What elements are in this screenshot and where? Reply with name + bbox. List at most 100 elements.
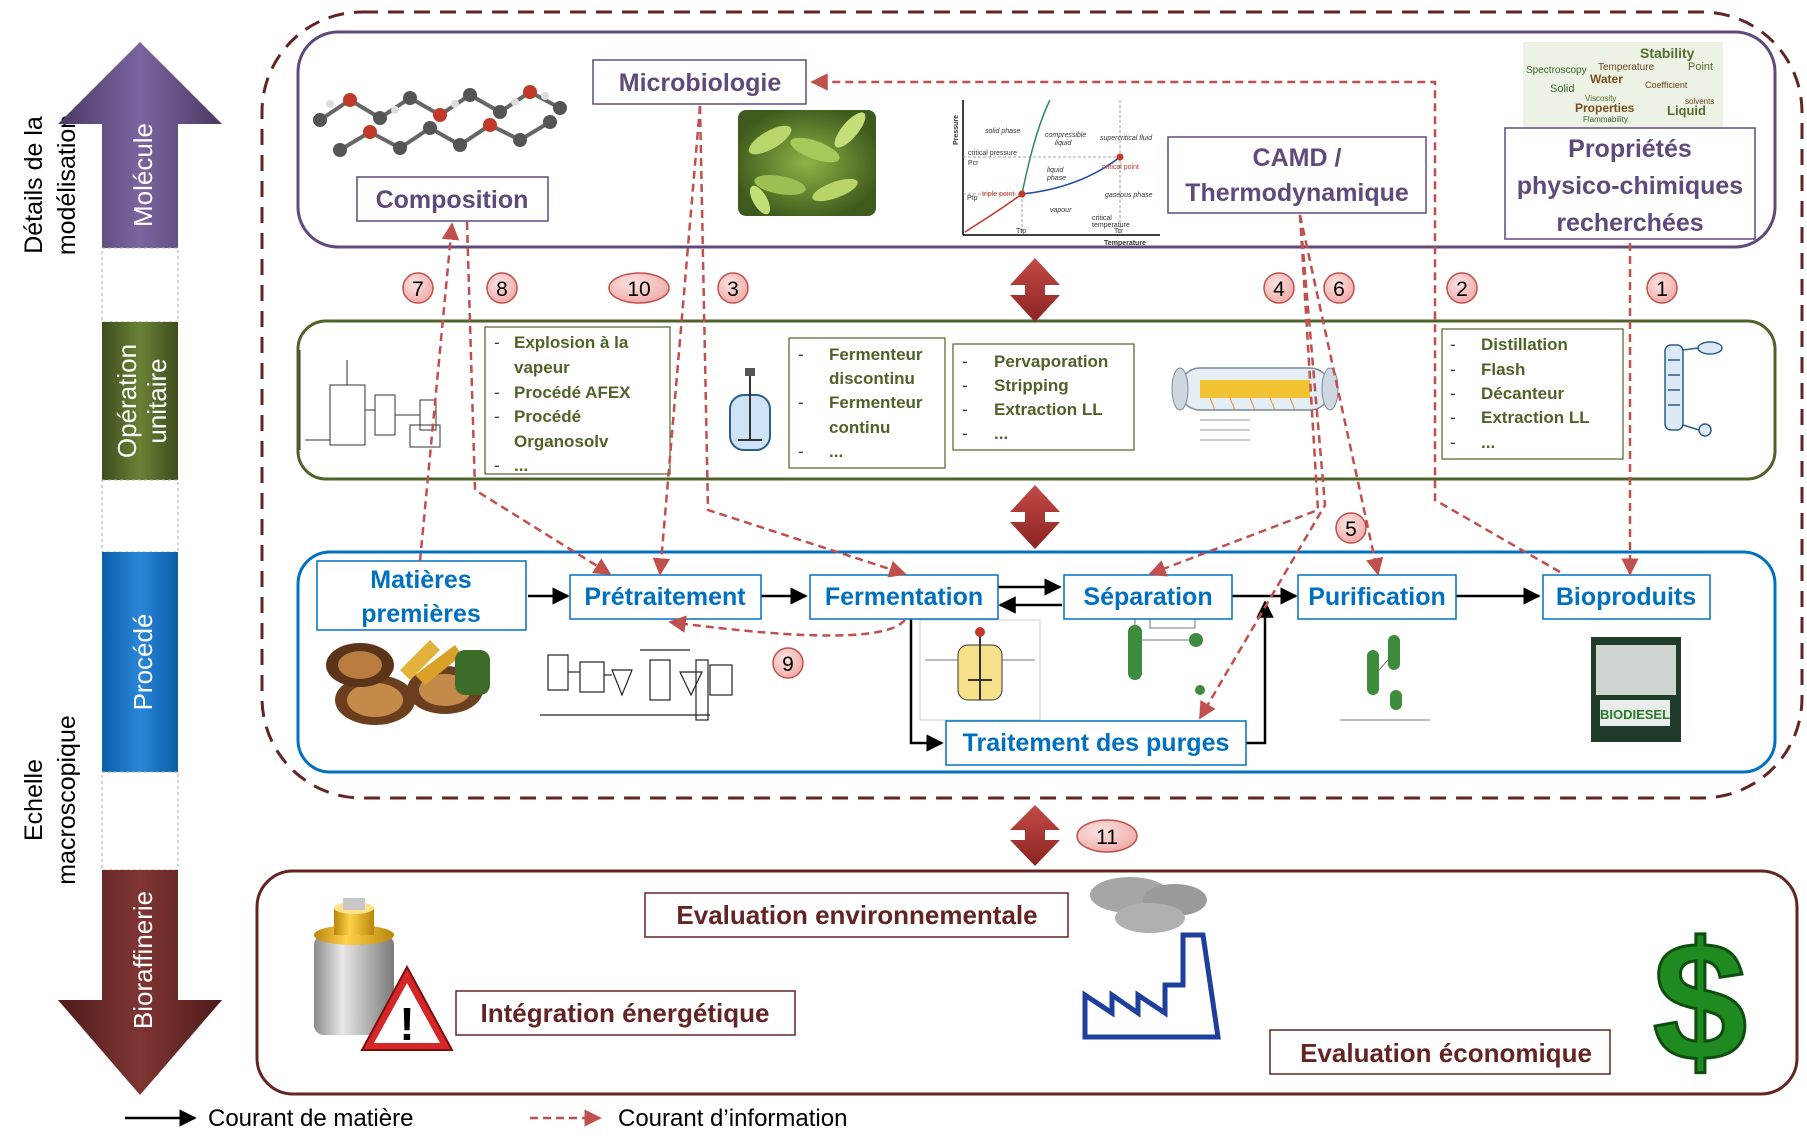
- phase-phase: phase: [1046, 175, 1066, 182]
- dollar-icon: $: [1651, 906, 1749, 1099]
- properties-label-line3: recherchées: [1556, 209, 1703, 237]
- axis-top-label-line1: Détails de la: [20, 116, 48, 254]
- camd-label-line1: CAMD /: [1253, 144, 1342, 172]
- bioproduits-box: [1542, 574, 1711, 620]
- phase-vapour: vapour: [1050, 207, 1072, 214]
- battery-icon: [314, 898, 394, 1035]
- fermenter-operations-list: - Fermenteur discontinu - Fermenteur con…: [788, 337, 946, 469]
- op-ferm-2: discontinu: [829, 369, 915, 388]
- step-number-2: 2: [1456, 278, 1468, 301]
- pretraitement-label: Prétraitement: [584, 583, 746, 611]
- op-pur-4: Extraction LL: [1481, 408, 1590, 427]
- molecule-model-image: [313, 85, 567, 157]
- phase-gaseous: gaseous phase: [1105, 192, 1153, 199]
- phase-solid: solid phase: [985, 128, 1021, 135]
- biomass-logs-image: [326, 640, 490, 725]
- axis-level-procede: Procédé: [128, 614, 158, 711]
- op-dash-7: -: [798, 442, 804, 461]
- op-pretreat-2: vapeur: [514, 358, 570, 377]
- pretreatment-operations-list: - Explosion à la vapeur - Procédé AFEX -…: [484, 326, 671, 475]
- properties-label-line2: physico-chimiques: [1517, 172, 1743, 200]
- eco-label: Evaluation économique: [1300, 1038, 1592, 1068]
- dollar-glyph: $: [1653, 907, 1748, 1097]
- phase-pc: Pcr: [968, 160, 979, 167]
- op-sep-4: ...: [994, 424, 1008, 443]
- op-sep-2: Stripping: [994, 376, 1069, 395]
- op-dash-8: -: [962, 352, 968, 371]
- membrane-module-image: [1171, 367, 1339, 441]
- info-arrow-7: [418, 222, 460, 562]
- axis-bottom-label-line1: Echelle: [20, 759, 48, 841]
- properties-word-cloud: Stability Temperature Spectroscopy Water…: [1523, 42, 1723, 127]
- axis-gap-2: [101, 479, 179, 553]
- phase-xlabel: Temperature: [1104, 240, 1146, 247]
- step-number-6: 6: [1333, 278, 1345, 301]
- energy-label: Intégration énergétique: [481, 998, 770, 1028]
- axis-up-arrowhead: [58, 42, 222, 248]
- info-arrow-9: [668, 615, 906, 637]
- info-arrow-4: [1148, 214, 1320, 577]
- cloud-word-1: Stability: [1640, 45, 1695, 61]
- op-pretreat-4: Procédé: [514, 407, 581, 426]
- step-number-8: 8: [496, 278, 508, 301]
- axis-band-procede: [102, 552, 178, 772]
- composition-label: Composition: [376, 186, 529, 214]
- op-pretreat-3: Procédé AFEX: [514, 383, 631, 402]
- phase-critical-temp1: critical: [1092, 215, 1112, 222]
- legend: Courant de matière Courant d’information: [125, 1105, 847, 1132]
- info-arrow-3b: [698, 105, 907, 578]
- op-pur-2: Flash: [1481, 360, 1525, 379]
- cloud-word-4: Water: [1590, 72, 1623, 86]
- step-numbers: 1 2 3 4 5 6 7 8 9 10 11: [402, 272, 1678, 853]
- fermenter-diagram: [919, 619, 1041, 721]
- fermentation-label: Fermentation: [825, 583, 983, 611]
- information-flow-arrows: [418, 73, 1639, 720]
- composition-box: [356, 176, 549, 222]
- env-label: Evaluation environnementale: [676, 900, 1037, 930]
- microbiologie-label: Microbiologie: [619, 69, 782, 97]
- step-number-7: 7: [412, 278, 424, 301]
- op-sep-1: Pervaporation: [994, 352, 1108, 371]
- energy-box: [455, 990, 796, 1036]
- axis-level-operation-line1: Opération: [112, 344, 142, 458]
- op-dash-15: -: [1450, 408, 1456, 427]
- op-dash-14: -: [1450, 384, 1456, 403]
- matter-flow-arrows: [528, 578, 1541, 752]
- cloud-word-11: Viscosity: [1585, 94, 1616, 103]
- op-dash-6: -: [798, 393, 804, 412]
- warning-glyph: !: [399, 998, 414, 1050]
- op-dash-2: -: [494, 383, 500, 402]
- bacteria-image: [738, 110, 876, 216]
- op-ferm-5: ...: [829, 442, 843, 461]
- factory-icon: [1082, 877, 1221, 1040]
- axis-down-arrowhead: [58, 870, 222, 1095]
- info-arrow-3a: [652, 105, 702, 576]
- level-link-operation-procede: [1010, 485, 1060, 549]
- level-link-procede-bioraffinerie: [1010, 805, 1060, 866]
- info-arrow-6: [1298, 214, 1384, 576]
- cloud-word-10: Flammability: [1583, 115, 1628, 124]
- op-dash-1: -: [494, 333, 500, 352]
- matieres-label-line1: Matières: [370, 566, 471, 594]
- separation-operations-list: - Pervaporation - Stripping - Extraction…: [952, 343, 1135, 451]
- phase-compressible: compressible: [1045, 132, 1086, 139]
- reactor-vessel-image: [729, 368, 771, 451]
- microbiologie-box: [592, 59, 807, 105]
- axis-band-operation: [102, 322, 178, 480]
- axis-gap-3: [101, 771, 179, 871]
- separation-box: [1063, 574, 1233, 620]
- info-arrow-2: [810, 73, 1561, 574]
- separation-label: Séparation: [1083, 583, 1212, 611]
- purification-box: [1297, 574, 1457, 620]
- scale-axis: Détails de la modélisation Echelle macro…: [20, 42, 222, 1095]
- op-pur-1: Distillation: [1481, 335, 1568, 354]
- purges-box: [945, 720, 1247, 766]
- step-number-10: 10: [627, 278, 650, 301]
- op-dash-4: -: [494, 456, 500, 475]
- step-number-9: 9: [782, 653, 794, 676]
- cloud-word-6: Solid: [1550, 83, 1574, 95]
- legend-info-label: Courant d’information: [618, 1105, 847, 1132]
- op-pretreat-6: ...: [514, 456, 528, 475]
- op-dash-12: -: [1450, 335, 1456, 354]
